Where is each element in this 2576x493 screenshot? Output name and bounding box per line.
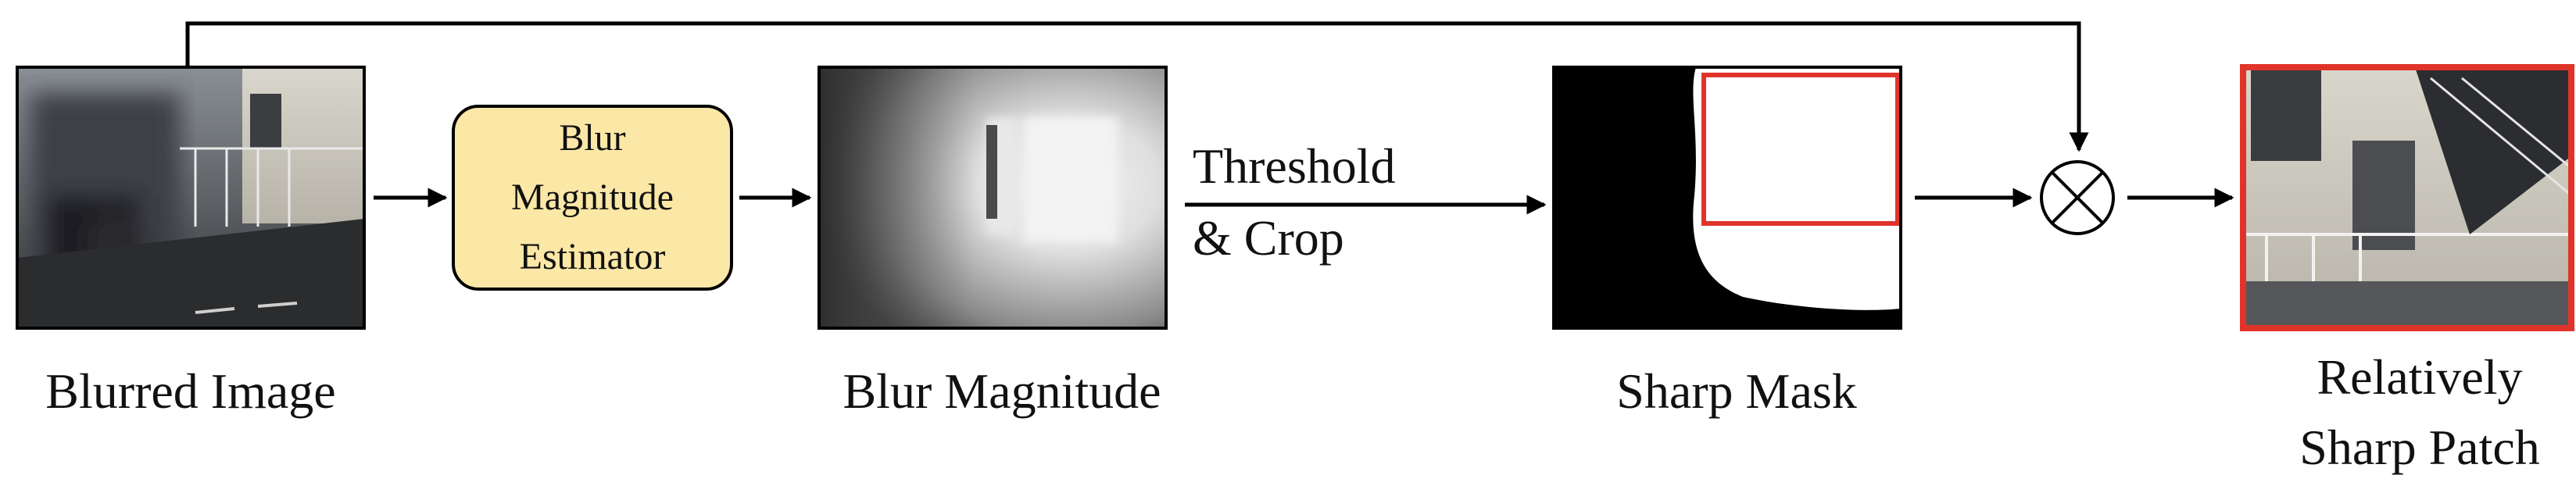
estimator-line-3: Estimator (520, 236, 666, 277)
output-caption-line-1: Relatively (2317, 349, 2522, 405)
threshold-crop-step: Threshold & Crop (1185, 138, 1547, 266)
estimator-line-2: Magnitude (511, 177, 674, 218)
crop-label: & Crop (1193, 210, 1344, 266)
sharp-mask-caption: Sharp Mask (1616, 363, 1857, 419)
blurred-image (16, 66, 366, 330)
multiply-node (2040, 160, 2115, 235)
output-caption-line-2: Sharp Patch (2299, 420, 2540, 475)
blurred-image-caption: Blurred Image (45, 363, 335, 419)
crop-box (1701, 73, 1900, 226)
threshold-label: Threshold (1193, 138, 1396, 194)
sharp-patch-image (2240, 64, 2574, 331)
sharp-mask (1552, 66, 1902, 330)
blur-magnitude-estimator: Blur Magnitude Estimator (452, 105, 733, 291)
blur-magnitude-caption: Blur Magnitude (843, 363, 1161, 419)
skip-connection-arrow (185, 21, 2089, 152)
blur-magnitude-map (818, 66, 1168, 330)
estimator-line-1: Blur (559, 117, 625, 159)
